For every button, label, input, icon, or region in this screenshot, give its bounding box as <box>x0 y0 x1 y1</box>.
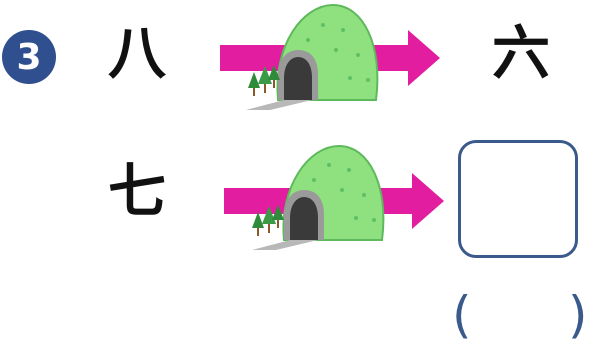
answer-box[interactable] <box>458 140 578 258</box>
tunnel-icon <box>252 144 385 250</box>
reading-right-paren: ) <box>568 286 588 344</box>
row2-tunnel-arrow <box>224 144 444 250</box>
row1-input-kanji: 八 <box>108 19 167 87</box>
row1-output-kanji: 六 <box>492 19 551 87</box>
reading-left-paren: ( <box>452 286 472 344</box>
problem-number: 3 <box>16 36 42 78</box>
problem-number-badge: 3 <box>2 30 56 84</box>
row1-tunnel-arrow <box>220 3 440 110</box>
tunnel-icon <box>246 3 379 110</box>
row2-input-kanji: 七 <box>108 157 167 225</box>
